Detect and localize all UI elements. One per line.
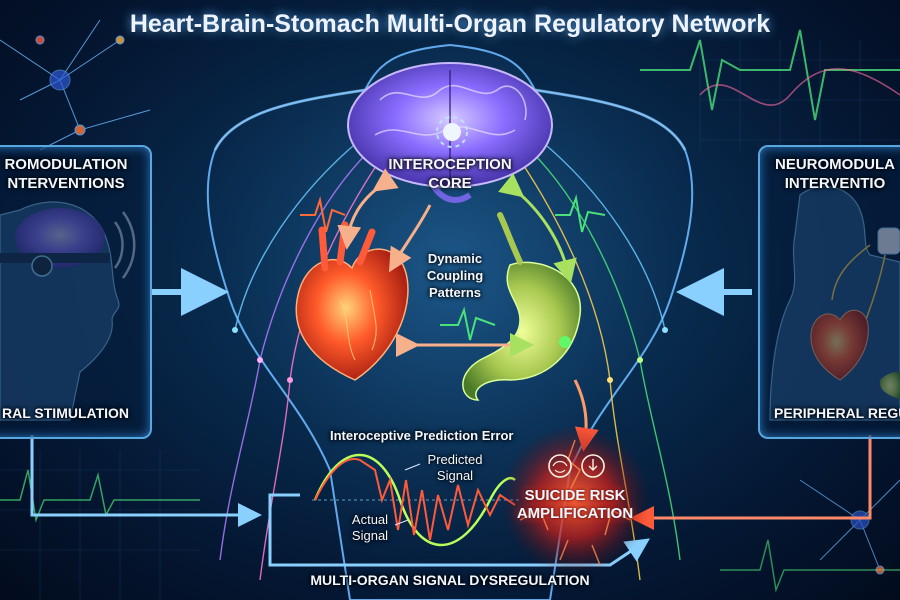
left-intervention-panel: ROMODULATION NTERVENTIONS RAL STIMULATIO… xyxy=(0,145,152,439)
nerve-nodes xyxy=(232,327,668,383)
prediction-error-title: Interoceptive Prediction Error xyxy=(330,428,514,443)
predicted-signal-curve xyxy=(313,454,516,547)
ecg-heart-left xyxy=(300,196,346,233)
actual-line2: Signal xyxy=(351,528,389,543)
left-panel-title-line2: NTERVENTIONS xyxy=(7,175,125,192)
actual-line1: Actual xyxy=(351,512,389,527)
right-panel-title-line2: INTERVENTIO xyxy=(784,175,886,192)
ecg-trace-top-right xyxy=(640,29,900,121)
brain-icon xyxy=(347,62,553,203)
coupling-line2: Coupling xyxy=(426,268,484,283)
nerve-node-icon xyxy=(662,327,668,333)
coupling-line1: Dynamic xyxy=(427,251,483,266)
nerve-node-icon xyxy=(637,357,643,363)
risk-burst xyxy=(500,425,650,575)
page-title: Heart-Brain-Stomach Multi-Organ Regulato… xyxy=(129,10,771,38)
arrow-brain-heart xyxy=(337,168,399,250)
right-panel-footer: PERIPHERAL REGU xyxy=(774,405,900,421)
arrow-brain-stomach xyxy=(498,173,577,284)
arrow-left-panel-down xyxy=(30,435,262,527)
predicted-signal-label: Predicted Signal xyxy=(420,452,490,484)
warning-brain-icon xyxy=(548,454,572,478)
ecg-trace-bottom-left xyxy=(0,469,200,523)
background-grid xyxy=(0,40,900,600)
predicted-line1: Predicted xyxy=(427,452,483,467)
neuron-cluster-bottom-right xyxy=(799,479,900,575)
right-panel-title-line1: NEUROMODULA xyxy=(775,156,895,173)
ecg-stomach-top xyxy=(555,194,606,233)
wave-trace-top-right xyxy=(699,67,900,106)
warning-head-icon xyxy=(581,454,605,478)
suicide-risk-label: SUICIDE RISK AMPLIFICATION xyxy=(505,487,645,523)
dynamic-coupling-label: Dynamic Coupling Patterns xyxy=(410,250,500,301)
left-panel-footer: RAL STIMULATION xyxy=(2,405,130,421)
ecg-coupling xyxy=(440,306,496,341)
neuron-cluster-top-left xyxy=(0,19,151,151)
core-line1: INTEROCEPTION xyxy=(388,156,512,173)
arrow-right-panel-down xyxy=(630,435,872,530)
coupling-line3: Patterns xyxy=(428,285,482,300)
left-panel-title: ROMODULATION NTERVENTIONS xyxy=(0,155,150,193)
right-panel-title: NEUROMODULA INTERVENTIO xyxy=(760,155,900,193)
left-panel-title-line1: ROMODULATION xyxy=(4,156,128,173)
nerve-node-icon xyxy=(257,357,263,363)
actual-signal-label: Actual Signal xyxy=(340,512,400,544)
nerve-node-icon xyxy=(232,327,238,333)
body-outline-glow xyxy=(213,88,687,151)
risk-line1: SUICIDE RISK xyxy=(524,487,626,504)
nerve-node-icon xyxy=(287,377,293,383)
risk-line2: AMPLIFICATION xyxy=(516,505,634,522)
core-line2: CORE xyxy=(428,175,472,192)
predicted-line2: Signal xyxy=(436,468,474,483)
arrow-brain-coupling xyxy=(388,204,432,273)
ecg-trace-bottom-right xyxy=(720,539,900,593)
interoception-core-label: INTEROCEPTION CORE xyxy=(385,155,515,193)
dysregulation-label: MULTI-ORGAN SIGNAL DYSREGULATION xyxy=(310,572,590,588)
nerve-node-icon xyxy=(607,377,613,383)
heart-icon xyxy=(295,221,409,381)
prediction-error-plot xyxy=(312,454,520,547)
actual-signal-curve xyxy=(314,458,516,541)
right-intervention-panel: NEUROMODULA INTERVENTIO PERIPHERAL REGU xyxy=(758,145,900,439)
